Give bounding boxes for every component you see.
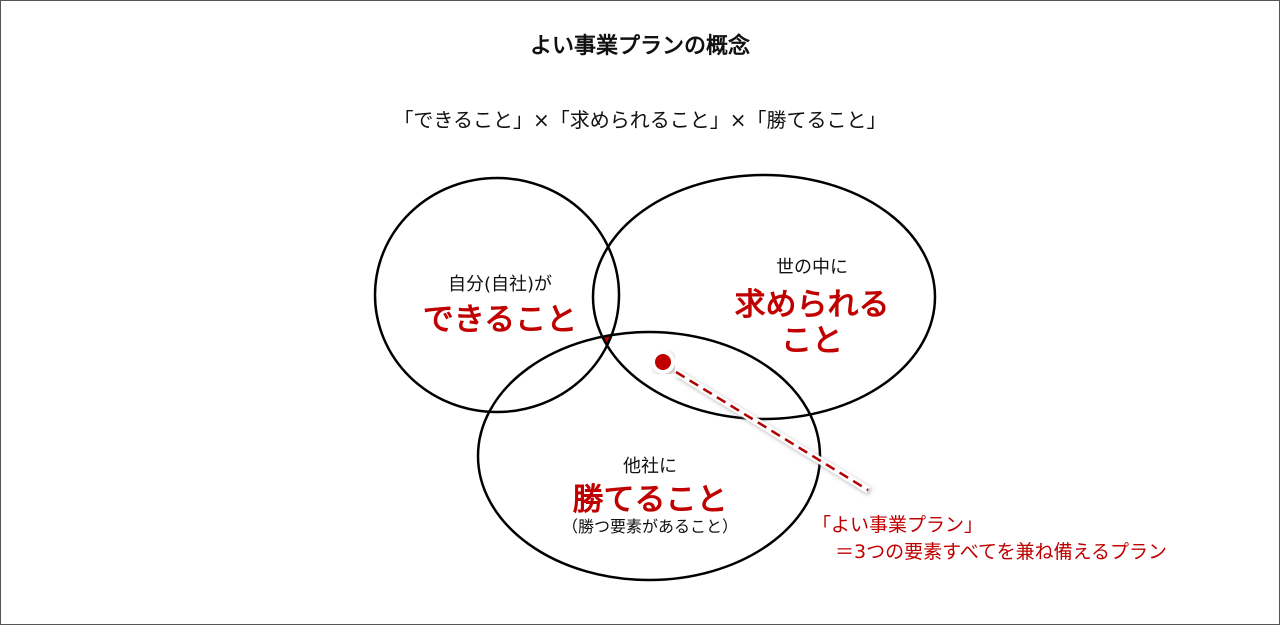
can-do-sub: 自分(自社)が <box>447 274 553 295</box>
win-sub: 他社に <box>623 456 677 477</box>
callout-dash <box>675 370 869 492</box>
annotation-line2: ＝3つの要素すべてを兼ね備えるプラン <box>835 541 1168 563</box>
circle-needed <box>591 173 937 421</box>
circle-can-do <box>373 176 621 414</box>
page-title: よい事業プランの概念 <box>529 34 750 59</box>
circle-win <box>476 330 822 582</box>
needed-label-2: こと <box>781 323 843 359</box>
annotation-line1: 「よい事業プラン」 <box>812 514 984 536</box>
win-note: （勝つ要素があること） <box>561 517 738 536</box>
needed-label-1: 求められる <box>734 287 890 323</box>
subtitle: 「できること」×「求められること」×「勝てること」 <box>393 108 887 132</box>
win-label: 勝てること <box>572 482 728 518</box>
needed-sub: 世の中に <box>776 257 848 278</box>
can-do-label: できること <box>422 302 578 338</box>
callout-dot <box>651 350 675 374</box>
